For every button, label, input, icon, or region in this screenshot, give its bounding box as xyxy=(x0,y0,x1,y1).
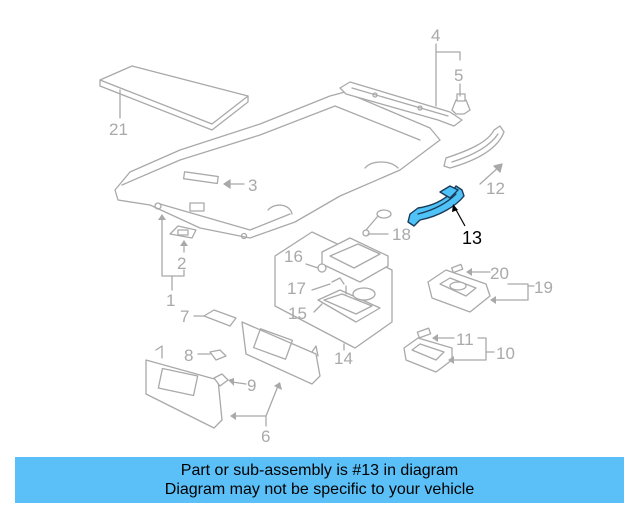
callout-8: 8 xyxy=(184,346,193,365)
callout-3: 3 xyxy=(248,176,257,195)
callout-4: 4 xyxy=(431,26,440,45)
callout-6: 6 xyxy=(261,427,270,446)
part-8-clip xyxy=(209,349,227,361)
callout-2: 2 xyxy=(177,254,186,273)
part-12-handle xyxy=(443,125,505,169)
callout-1: 1 xyxy=(166,291,175,310)
banner-line-1: Part or sub-assembly is #13 in diagram xyxy=(180,462,459,479)
callout-5: 5 xyxy=(454,66,463,85)
info-banner: Part or sub-assembly is #13 in diagram D… xyxy=(15,457,624,503)
part-10-lamp xyxy=(403,327,453,373)
part-18-light xyxy=(362,209,392,237)
callout-9: 9 xyxy=(247,376,256,395)
leader-lines xyxy=(119,43,535,427)
callout-17: 17 xyxy=(287,279,306,298)
callout-12: 12 xyxy=(486,179,505,198)
callout-13: 13 xyxy=(462,228,482,248)
callout-labels: 4 5 21 3 12 13 18 2 16 20 17 19 1 15 7 1… xyxy=(109,26,553,446)
callout-15: 15 xyxy=(288,304,307,323)
part-14-group xyxy=(274,231,393,349)
part-2-bracket xyxy=(169,225,197,239)
callout-19: 19 xyxy=(534,278,553,297)
part-7-plate xyxy=(203,309,237,327)
callout-14: 14 xyxy=(334,349,353,368)
part-21-panel xyxy=(99,65,249,131)
callout-21: 21 xyxy=(109,120,128,139)
part-4-rail xyxy=(339,81,463,127)
part-6-visors xyxy=(145,321,321,429)
banner-line-2: Diagram may not be specific to your vehi… xyxy=(164,481,475,498)
callout-7: 7 xyxy=(180,307,189,326)
part-5-clip xyxy=(451,93,471,115)
headliner xyxy=(114,91,441,240)
part-19-lamp xyxy=(427,263,491,313)
callout-11: 11 xyxy=(456,330,474,349)
callout-10: 10 xyxy=(496,344,515,363)
callout-16: 16 xyxy=(284,247,303,266)
callout-18: 18 xyxy=(392,225,411,244)
part-13-handle-highlighted xyxy=(407,185,465,227)
callout-20: 20 xyxy=(490,264,509,283)
